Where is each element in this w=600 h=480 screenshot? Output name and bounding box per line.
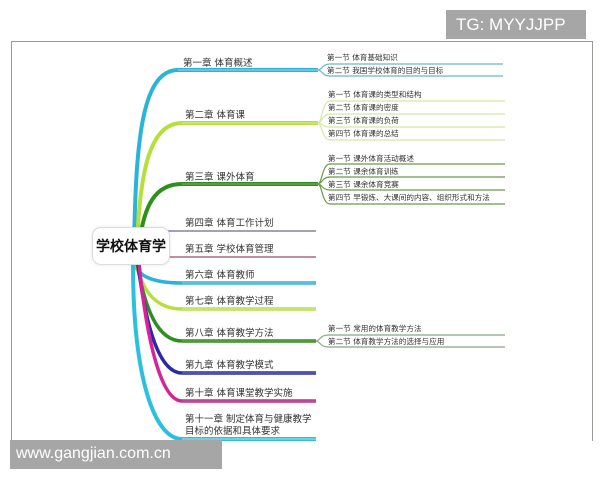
chapter-1[interactable]: 第一章 体育概述 [183,58,253,69]
chapter-7[interactable]: 第七章 体育教学过程 [185,296,274,307]
branch-ch11 [131,262,316,441]
chapter-10[interactable]: 第十章 体育课堂教学实施 [185,388,293,399]
branch-ch2 [135,121,318,246]
branch-ch1 [132,68,318,246]
chapter-11-line2: 目标的依据和具体要求 [185,426,281,437]
chapter-4[interactable]: 第四章 体育工作计划 [185,218,274,229]
chapter-9[interactable]: 第九章 体育教学模式 [185,360,274,371]
watermark-bottom: www.gangjian.com.cn [10,440,222,469]
branch-ch10 [137,262,316,403]
chapter-5[interactable]: 第五章 学校体育管理 [185,244,274,255]
chapter-11-line1: 第十一章 制定体育与健康教学 [185,414,312,425]
section-8-1[interactable]: 第一节 常用的体育教学方法 [328,324,422,333]
section-2-3[interactable]: 第三节 体育课的负荷 [328,116,399,125]
section-8-2[interactable]: 第二节 体育教学方法的选择与应用 [328,337,445,346]
section-3-2[interactable]: 第二节 课余体育训练 [328,167,399,176]
section-2-1[interactable]: 第一节 体育课的类型和结构 [328,90,422,99]
section-1-1[interactable]: 第一节 体育基础知识 [327,53,398,62]
chapter-3[interactable]: 第三章 课外体育 [185,172,255,183]
watermark-top: TG: MYYJJPP [446,10,586,39]
root-node[interactable]: 学校体育学 [92,227,170,265]
section-2-4[interactable]: 第四节 体育课的总结 [328,129,399,138]
section-3-1[interactable]: 第一节 课外体育活动概述 [328,154,414,163]
chapter-8[interactable]: 第八章 体育教学方法 [185,328,274,339]
chapter-6[interactable]: 第六章 体育教师 [185,270,255,281]
chapter-2[interactable]: 第二章 体育课 [185,110,246,121]
chapter-11[interactable]: 第十一章 制定体育与健康教学 目标的依据和具体要求 [185,414,312,438]
section-1-2[interactable]: 第二节 我国学校体育的目的与目标 [327,66,444,75]
section-3-3[interactable]: 第三节 课余体育竞赛 [328,180,399,189]
section-3-4[interactable]: 第四节 早锻炼、大课间的内容、组织形式和方法 [328,193,490,202]
section-2-2[interactable]: 第二节 体育课的密度 [328,103,399,112]
root-label: 学校体育学 [96,239,166,255]
